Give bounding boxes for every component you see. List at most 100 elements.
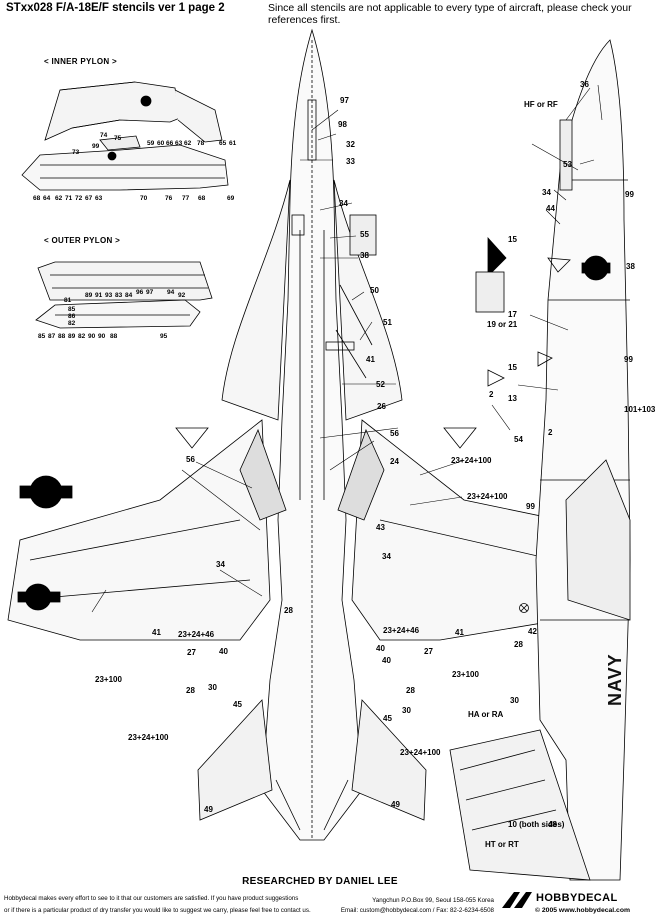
callout: 34 [542, 188, 551, 197]
pylon-callout: 62 [184, 140, 192, 147]
pylon-callout: 86 [68, 313, 76, 320]
pylon-callout: 67 [85, 195, 93, 202]
pylon-callout: 87 [48, 333, 56, 340]
callout: HT or RT [485, 840, 519, 849]
callout: 23+100 [452, 670, 479, 679]
inner-pylon-heading: < INNER PYLON > [44, 57, 117, 66]
callout: 34 [339, 199, 348, 208]
callout: 27 [424, 647, 433, 656]
callout: 101+103 [624, 405, 655, 414]
callout: 27 [187, 648, 196, 657]
pylon-callout: 74 [100, 132, 108, 139]
callout: 28 [514, 640, 523, 649]
left-roundel [17, 475, 73, 611]
callout: 33 [346, 157, 355, 166]
callout: 53 [563, 160, 572, 169]
pylon-callout: 93 [105, 292, 113, 299]
callout: 30 [510, 696, 519, 705]
callout: 41 [366, 355, 375, 364]
pylon-callout: 88 [110, 333, 118, 340]
pylon-callout: 65 [219, 140, 227, 147]
outer-pylon-heading: < OUTER PYLON > [44, 236, 121, 245]
callout: 34 [382, 552, 391, 561]
callout: 45 [383, 714, 392, 723]
callout: 2 [548, 428, 553, 437]
pylon-callout: 68 [198, 195, 206, 202]
callout: 15 [508, 363, 517, 372]
pylon-callout: 85 [68, 306, 76, 313]
pylon-callout: 82 [78, 333, 86, 340]
pylon-callout: 68 [33, 195, 41, 202]
reference-note: Since all stencils are not applicable to… [268, 2, 632, 26]
copyright: © 2005 www.hobbydecal.com [535, 907, 631, 914]
aircraft-stencil-diagram [7, 28, 631, 881]
pylon-callout: 89 [85, 292, 93, 299]
pylon-callout: 69 [227, 195, 235, 202]
pylon-callout: 70 [140, 195, 148, 202]
callout: 99 [526, 502, 535, 511]
callout: 45 [233, 700, 242, 709]
pylon-callout: 84 [125, 292, 133, 299]
callout: 98 [338, 120, 347, 129]
callout: 15 [508, 235, 517, 244]
callout: HA or RA [468, 710, 504, 719]
callout: 23+100 [95, 675, 122, 684]
callout: 41 [152, 628, 161, 637]
pylon-callout: 92 [178, 292, 186, 299]
callout: 54 [514, 435, 523, 444]
pylon-callout: 62 [55, 195, 63, 202]
callout: 26 [377, 402, 386, 411]
pylon-callout: 61 [229, 140, 237, 147]
callout: 38 [626, 262, 635, 271]
side-view-airframe [449, 39, 631, 881]
callout: 23+24+100 [467, 492, 508, 501]
pylon-callout: 97 [146, 289, 154, 296]
callout: 42 [528, 627, 537, 636]
callout: 44 [546, 204, 555, 213]
researched-by: RESEARCHED BY DANIEL LEE [242, 876, 398, 887]
pylon-callout: 85 [38, 333, 46, 340]
callout: 49 [204, 805, 213, 814]
pylon-callout: 75 [114, 135, 122, 142]
hobbydecal-logo-icon [502, 892, 532, 908]
pylon-callout: 96 [136, 289, 144, 296]
pylon-callout: 60 [157, 140, 165, 147]
pylon-callout: 90 [98, 333, 106, 340]
callout: 23+24+46 [178, 630, 215, 639]
postal-address: Yangchun P.O.Box 99, Seoul 158-055 Korea [372, 897, 494, 904]
callout: 43 [376, 523, 385, 532]
pylon-callout: 88 [58, 333, 66, 340]
pylon-callout: 72 [75, 195, 83, 202]
callout: 32 [346, 140, 355, 149]
callout: 40 [219, 647, 228, 656]
callout: 48 [548, 820, 557, 829]
callout: 99 [624, 355, 633, 364]
callout: 56 [390, 429, 399, 438]
callout: 38 [360, 251, 369, 260]
pylon-callout: 90 [88, 333, 96, 340]
pylon-callout: 63 [95, 195, 103, 202]
disclaimer-line-1: Hobbydecal makes every effort to see to … [4, 895, 299, 902]
inner-pylon-drawing [21, 81, 229, 191]
callout: 34 [216, 560, 225, 569]
callout: 17 [508, 310, 517, 319]
brand-name: HOBBYDECAL [536, 892, 618, 904]
pylon-callout: 76 [165, 195, 173, 202]
callout: 13 [508, 394, 517, 403]
callout: 30 [208, 683, 217, 692]
callout: 10 (both sides) [508, 820, 565, 829]
callout: 28 [406, 686, 415, 695]
callout: 23+24+100 [128, 733, 169, 742]
callout: 30 [402, 706, 411, 715]
callout: 41 [455, 628, 464, 637]
callout: HF or RF [524, 100, 558, 109]
pylon-callout: 78 [197, 140, 205, 147]
pylon-callout: 77 [182, 195, 190, 202]
pylon-callout: 91 [95, 292, 103, 299]
callout: 40 [382, 656, 391, 665]
pylon-callout: 89 [68, 333, 76, 340]
callout: 23+24+100 [451, 456, 492, 465]
callout: 51 [383, 318, 392, 327]
callout: 23+24+100 [400, 748, 441, 757]
pylon-callout: 71 [65, 195, 73, 202]
